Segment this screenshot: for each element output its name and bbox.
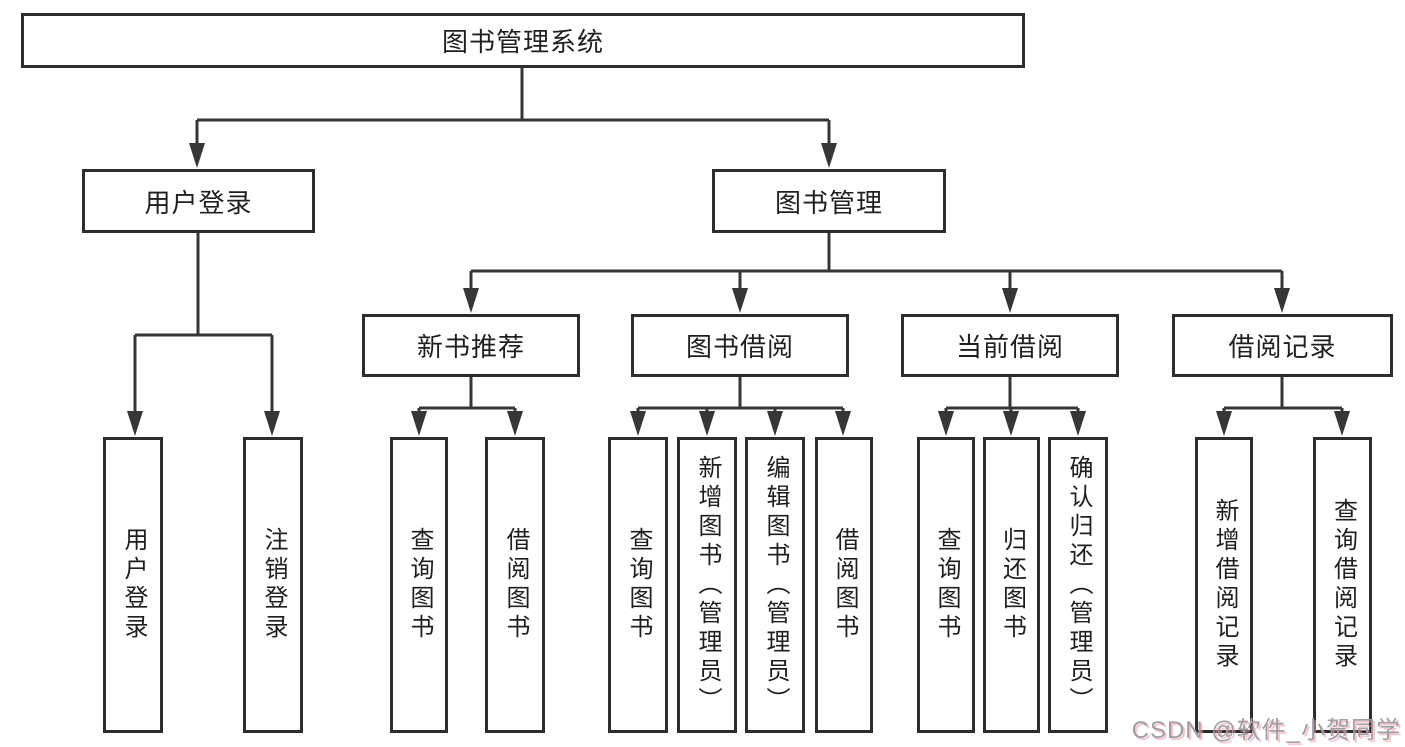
- leaf-query-books-3: 查询图书: [917, 437, 975, 733]
- leaf-logout-label: 注销登录: [260, 527, 287, 643]
- leaf-borrow-books-1: 借阅图书: [485, 437, 545, 733]
- leaf-query-books-2: 查询图书: [608, 437, 668, 733]
- leaf-user-login: 用户登录: [103, 437, 163, 733]
- leaf-logout: 注销登录: [243, 437, 303, 733]
- leaf-query-borrow-record-label: 查询借阅记录: [1329, 498, 1357, 672]
- watermark-text: CSDN @软件_小贺同学: [1131, 717, 1401, 744]
- node-new-book-recommend-label: 新书推荐: [416, 332, 525, 362]
- leaf-borrow-books-1-label: 借阅图书: [502, 527, 529, 643]
- leaf-query-books-1: 查询图书: [390, 437, 448, 733]
- node-root-label: 图书管理系统: [441, 27, 604, 57]
- leaf-add-borrow-record-label: 新增借阅记录: [1211, 498, 1238, 672]
- leaf-add-book-admin-label: 新增图书（管理员）: [694, 454, 721, 716]
- leaf-query-books-1-label: 查询图书: [406, 527, 433, 643]
- node-book-management: 图书管理: [712, 169, 946, 233]
- leaf-add-borrow-record: 新增借阅记录: [1195, 437, 1253, 733]
- node-book-management-label: 图书管理: [774, 187, 883, 218]
- leaf-add-book-admin: 新增图书（管理员）: [677, 437, 737, 733]
- leaf-return-books: 归还图书: [983, 437, 1040, 733]
- node-current-borrowing: 当前借阅: [901, 314, 1119, 377]
- node-current-borrowing-label: 当前借阅: [955, 332, 1064, 362]
- leaf-edit-book-admin-label: 编辑图书（管理员）: [762, 454, 789, 716]
- leaf-confirm-return-admin-label: 确认归还（管理员）: [1065, 454, 1092, 716]
- node-user-login: 用户登录: [82, 169, 315, 233]
- node-borrowing-records: 借阅记录: [1172, 314, 1393, 377]
- node-borrowing-records-label: 借阅记录: [1228, 332, 1337, 362]
- node-book-borrowing-label: 图书借阅: [685, 332, 794, 362]
- leaf-return-books-label: 归还图书: [998, 527, 1026, 643]
- leaf-edit-book-admin: 编辑图书（管理员）: [745, 437, 805, 733]
- leaf-query-books-2-label: 查询图书: [625, 527, 652, 643]
- node-root: 图书管理系统: [21, 13, 1025, 68]
- leaf-query-books-3-label: 查询图书: [933, 527, 960, 643]
- leaf-borrow-books-2-label: 借阅图书: [831, 527, 858, 643]
- leaf-confirm-return-admin: 确认归还（管理员）: [1048, 437, 1108, 733]
- node-user-login-label: 用户登录: [144, 187, 253, 218]
- node-book-borrowing: 图书借阅: [631, 314, 849, 377]
- node-new-book-recommend: 新书推荐: [362, 314, 580, 377]
- leaf-borrow-books-2: 借阅图书: [815, 437, 873, 733]
- leaf-query-borrow-record: 查询借阅记录: [1313, 437, 1372, 733]
- leaf-user-login-label: 用户登录: [120, 527, 147, 643]
